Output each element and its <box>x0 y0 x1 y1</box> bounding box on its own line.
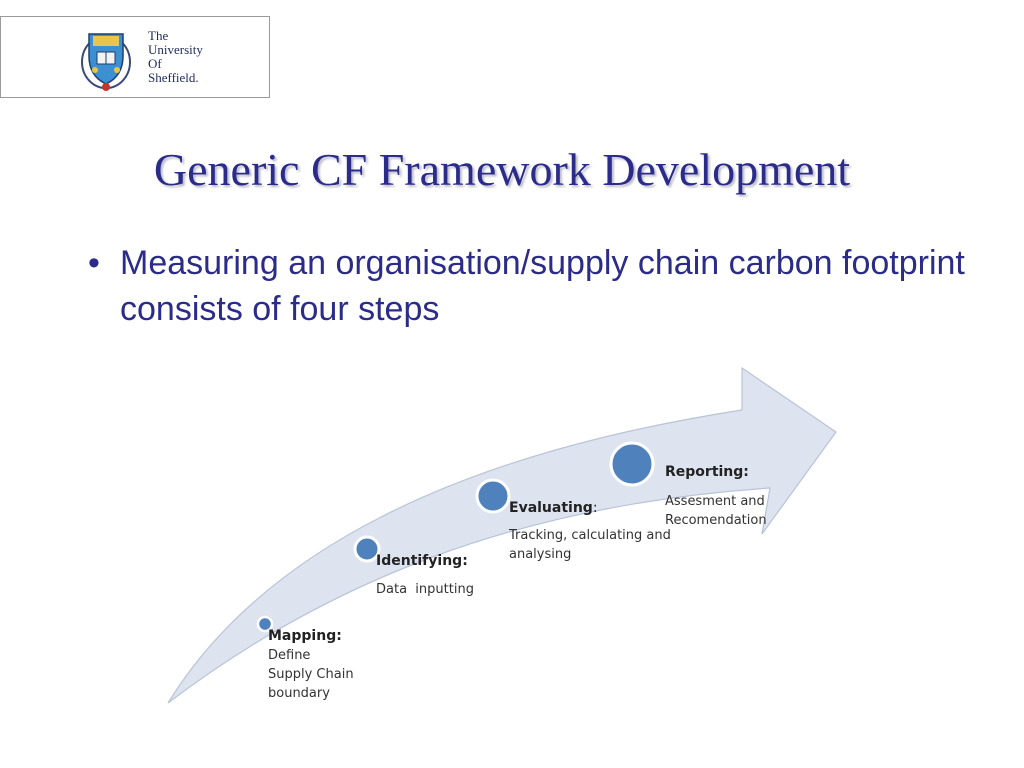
step-desc-reporting-line: Recomendation <box>665 513 767 528</box>
logo-line: Sheffield. <box>148 70 199 85</box>
logo-line: Of <box>148 56 162 71</box>
slide-title: Generic CF Framework Development <box>153 144 851 195</box>
university-crest-icon <box>81 33 131 91</box>
step-desc-mapping-line: boundary <box>268 686 330 701</box>
step-desc-evaluating-line: Tracking, calculating and <box>508 528 671 543</box>
step-desc-evaluating-line: analysing <box>509 547 571 562</box>
step-node-evaluating <box>475 478 511 514</box>
bullet-symbol: • <box>88 244 100 282</box>
step-desc-identifying-line: Data inputting <box>376 582 474 597</box>
step-node-mapping <box>256 615 274 633</box>
step-title-identifying: Identifying: <box>376 553 468 569</box>
step-desc-mapping-line: Supply Chain <box>268 667 354 682</box>
step-node-identifying <box>353 535 381 563</box>
step-desc-mapping-line: Define <box>268 648 310 663</box>
logo-line: University <box>148 42 203 57</box>
step-title-evaluating-suffix: : <box>593 500 598 516</box>
bullet-list: • Measuring an organisation/supply chain… <box>88 240 988 332</box>
university-logo: The University Of Sheffield. <box>0 16 270 98</box>
logo-line: The <box>148 28 169 43</box>
step-title-reporting: Reporting: <box>665 464 749 480</box>
bullet-item: • Measuring an organisation/supply chain… <box>88 240 988 332</box>
step-node-reporting <box>609 441 655 487</box>
curved-arrow <box>167 366 837 704</box>
step-desc-reporting-line: Assesment and <box>665 494 765 509</box>
step-title-mapping: Mapping: <box>268 628 342 644</box>
step-title-evaluating-text: Evaluating <box>509 500 593 516</box>
bullet-text: Measuring an organisation/supply chain c… <box>120 244 965 328</box>
step-title-evaluating: Evaluating: <box>509 500 598 516</box>
university-wordmark: The University Of Sheffield. <box>148 29 203 85</box>
